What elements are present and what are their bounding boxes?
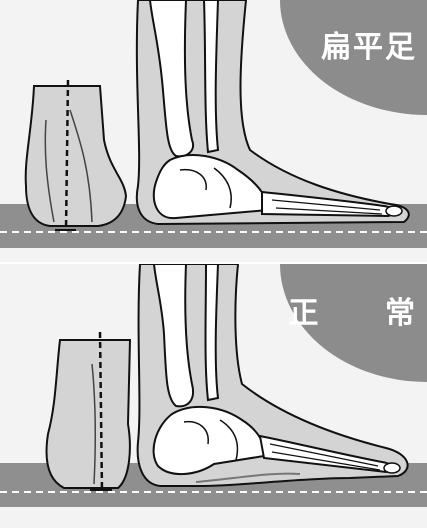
rear-heel-view (26, 80, 126, 230)
rear-heel-view (47, 332, 130, 492)
normal-foot-panel: 正 常 (0, 264, 427, 528)
flatfoot-panel: 扁平足 (0, 0, 427, 264)
flatfoot-label: 扁平足 (321, 22, 417, 66)
normal-foot-label: 正 常 (289, 288, 427, 332)
